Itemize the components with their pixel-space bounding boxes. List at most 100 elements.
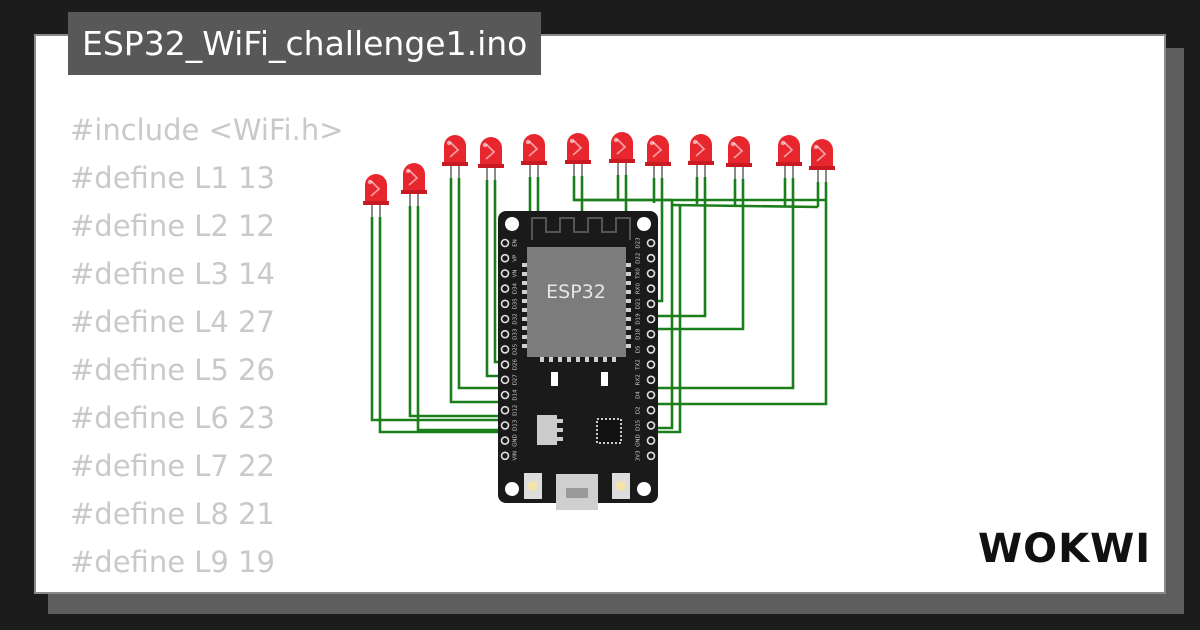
header-pin[interactable] — [646, 421, 656, 430]
header-pin[interactable] — [500, 451, 510, 461]
header-pin[interactable] — [646, 269, 656, 278]
module-pad — [522, 281, 527, 285]
module-pad — [567, 357, 571, 362]
pin-label: GND — [636, 434, 642, 447]
module-pad — [522, 344, 527, 348]
pin-label: RX2 — [636, 374, 642, 385]
led-icon[interactable] — [609, 132, 635, 175]
header-pin[interactable] — [500, 375, 510, 385]
led-icon[interactable] — [478, 137, 504, 180]
code-line: #define L4 27 — [70, 305, 275, 339]
pin-label: D18 — [636, 328, 642, 340]
wire — [654, 182, 828, 406]
module-pad — [549, 357, 553, 362]
header-pin[interactable] — [500, 253, 510, 263]
module-pads — [522, 263, 631, 362]
esp32-board[interactable]: ESP32 ENVPVND34D35D32D33D25D26D27D14D12D… — [498, 211, 658, 510]
header-pin[interactable] — [646, 329, 656, 339]
led-icon[interactable] — [809, 139, 835, 182]
module-pad — [522, 272, 527, 276]
chip-label: ESP32 — [546, 281, 606, 303]
module-pad — [626, 317, 631, 321]
code-line: #define L1 13 — [70, 161, 275, 195]
led-icon[interactable] — [776, 135, 802, 178]
pin-label: D22 — [636, 253, 642, 264]
header-pin[interactable] — [500, 405, 510, 415]
led-icon[interactable] — [726, 136, 752, 179]
pin-label: D5 — [636, 345, 642, 353]
module-pad — [522, 308, 527, 312]
code-line: #define L8 21 — [70, 497, 275, 531]
header-pin[interactable] — [500, 360, 510, 369]
pin-label: D19 — [636, 313, 642, 325]
header-pin[interactable] — [500, 269, 510, 278]
wokwi-logo: WOKWI — [978, 526, 1152, 572]
module-pad — [626, 344, 631, 348]
pin-label: D14 — [513, 389, 519, 401]
header-pin[interactable] — [500, 284, 510, 293]
module-pad — [522, 326, 527, 330]
code-listing: #include <WiFi.h>#define L1 13#define L2… — [70, 106, 344, 592]
module-pad — [626, 299, 631, 303]
led-icon[interactable] — [645, 135, 671, 178]
header-pin[interactable] — [500, 421, 510, 430]
wire — [378, 217, 502, 434]
pin-label: D27 — [513, 374, 519, 386]
module-pad — [522, 317, 527, 321]
header-pins — [500, 238, 656, 461]
code-line: #define L6 23 — [70, 401, 275, 435]
header-pin[interactable] — [646, 238, 656, 248]
header-pin[interactable] — [500, 329, 510, 339]
module-pad — [522, 299, 527, 303]
pin-label: TX0 — [636, 268, 642, 280]
reset-button-icon[interactable] — [612, 473, 630, 499]
led-icon[interactable] — [688, 134, 714, 177]
module-pad — [626, 335, 631, 339]
antenna-trace — [531, 217, 631, 240]
header-pin[interactable] — [500, 299, 510, 309]
module-pad — [585, 357, 589, 362]
pin-labels: ENVPVND34D35D32D33D25D26D27D14D12D13GNDV… — [513, 237, 642, 461]
wire — [416, 206, 502, 432]
led-icon[interactable] — [565, 133, 591, 176]
header-pin[interactable] — [646, 451, 656, 461]
led-icon[interactable] — [363, 174, 389, 217]
module-pad — [626, 281, 631, 285]
wire — [457, 178, 502, 390]
header-pin[interactable] — [646, 390, 656, 400]
header-pin[interactable] — [646, 314, 656, 324]
header-pin[interactable] — [646, 375, 656, 385]
header-pin[interactable] — [646, 345, 656, 354]
module-pad — [576, 357, 580, 362]
header-pin[interactable] — [646, 360, 656, 369]
header-pin[interactable] — [500, 345, 510, 354]
header-pin[interactable] — [646, 253, 656, 263]
pin-label: D2 — [636, 406, 642, 414]
boot-button-icon[interactable] — [524, 473, 542, 499]
module-pad — [603, 357, 607, 362]
header-pin[interactable] — [646, 299, 656, 309]
pin-label: D23 — [636, 237, 642, 249]
code-line: #define L5 26 — [70, 353, 275, 387]
wire — [654, 179, 745, 331]
header-pin[interactable] — [500, 436, 510, 445]
file-tab[interactable]: ESP32_WiFi_challenge1.ino — [68, 12, 542, 75]
header-pin[interactable] — [646, 405, 656, 415]
header-pin[interactable] — [500, 390, 510, 400]
usb-uart-chip — [596, 418, 622, 444]
module-pad — [522, 290, 527, 294]
pin-label: EN — [513, 239, 519, 247]
module-pad — [626, 263, 631, 267]
code-line: #define L7 22 — [70, 449, 275, 483]
led-icon[interactable] — [401, 163, 427, 206]
led-icon[interactable] — [521, 134, 547, 177]
header-pin[interactable] — [646, 284, 656, 293]
header-pin[interactable] — [500, 238, 510, 248]
pin-label: VP — [513, 254, 519, 262]
pin-label: D32 — [513, 313, 519, 324]
header-pin[interactable] — [500, 314, 510, 324]
header-pin[interactable] — [646, 436, 656, 445]
wire — [654, 205, 682, 434]
led-icon[interactable] — [442, 135, 468, 178]
regulator-pin — [557, 428, 563, 432]
